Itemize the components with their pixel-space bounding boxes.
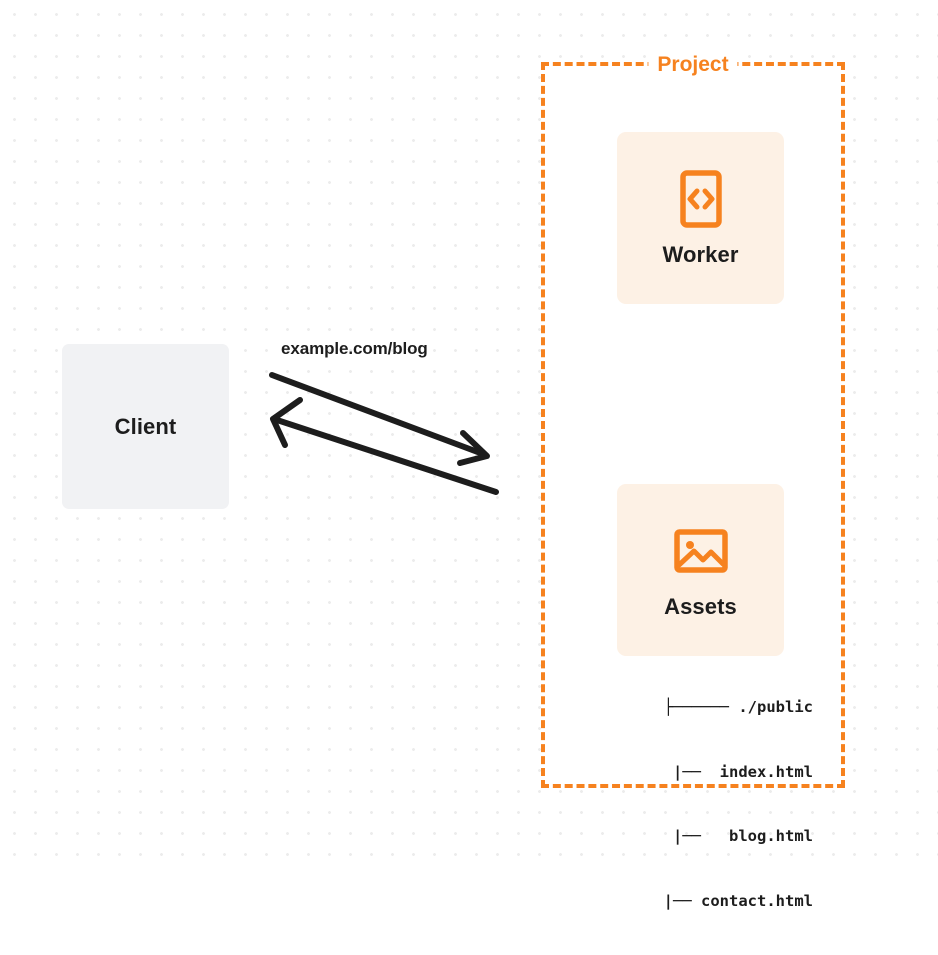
project-title: Project: [648, 53, 738, 77]
assets-label: Assets: [664, 594, 737, 619]
client-label: Client: [114, 413, 177, 439]
diagram-canvas: Client example.com/blog Project: [0, 0, 938, 910]
request-arrow: [269, 372, 490, 466]
tree-row: ├────── ./public: [663, 698, 813, 716]
tree-row: |── contact.html: [607, 891, 813, 910]
assets-file-tree: ├────── ./public |── index.html |── blog…: [585, 654, 813, 955]
connector-label: example.com/blog: [281, 339, 428, 358]
client-node[interactable]: Client: [62, 344, 229, 509]
response-arrow: [270, 397, 499, 495]
project-container[interactable]: Project Worker Assets: [541, 53, 845, 910]
worker-label: Worker: [662, 242, 739, 267]
worker-card[interactable]: Worker: [617, 132, 784, 304]
tree-row: |── blog.html: [617, 827, 813, 845]
tree-row: |── index.html: [617, 762, 813, 781]
code-brackets-icon: [670, 168, 732, 230]
assets-card[interactable]: Assets: [617, 484, 784, 656]
connector-arrows: [269, 372, 499, 495]
image-icon: [670, 520, 732, 582]
